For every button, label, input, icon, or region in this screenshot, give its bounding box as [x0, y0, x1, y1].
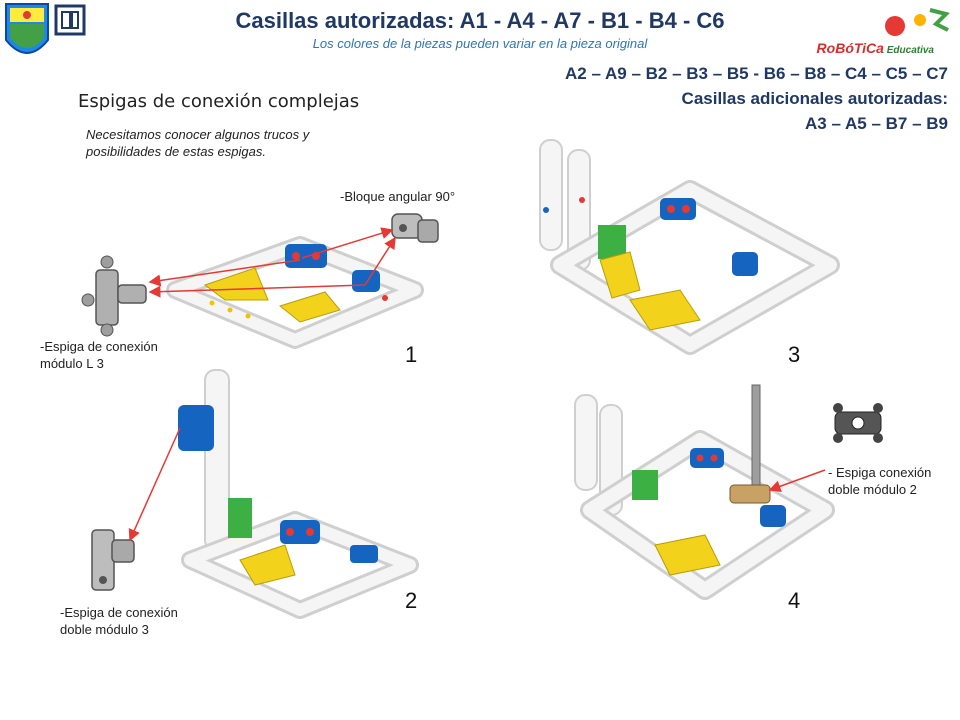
label-l3-pin: -Espiga de conexión módulo L 3: [40, 338, 158, 372]
brand-text-robotica: RoBóTiCa: [816, 40, 884, 56]
step-number-3: 3: [788, 342, 801, 367]
arrow-to-l3-pin-b: [148, 284, 366, 298]
robotica-logo-icon: [885, 8, 950, 36]
label-double-3-pin-line1: -Espiga de conexión: [60, 605, 178, 620]
connector-l3-piece: [81, 255, 147, 337]
brand-text-educativa: Educativa: [886, 45, 934, 56]
section-intro: Necesitamos conocer algunos trucos y pos…: [86, 127, 310, 159]
label-double-2-pin-line1: - Espiga conexión: [828, 465, 932, 480]
label-double-2-pin: - Espiga conexión doble módulo 2: [828, 464, 931, 498]
connector-double-3-piece: [91, 529, 135, 591]
school-crest-icon: [5, 3, 49, 54]
label-double-2-pin-line2: doble módulo 2: [828, 482, 917, 497]
page-title: Casillas autorizadas: A1 - A4 - A7 - B1 …: [235, 8, 725, 33]
arrow-to-double-3-pin: [128, 427, 181, 542]
step-number-1: 1: [405, 342, 418, 367]
brand-logo-text: RoBóTiCa Educativa: [817, 40, 934, 56]
angle-block-90-piece: [391, 213, 439, 243]
arrow-to-angle-block: [301, 227, 394, 259]
arrow-to-l3-pin-a: [148, 259, 301, 287]
step-number-2: 2: [405, 588, 418, 613]
square-logo-icon: [54, 4, 86, 36]
authorized-squares-list: A2 – A9 – B2 – B3 – B5 - B6 – B8 – C4 – …: [565, 64, 948, 83]
figure-2-assembly: [178, 369, 419, 619]
page-subtitle: Los colores de la piezas pueden variar e…: [312, 36, 648, 51]
label-l3-pin-line2: módulo L 3: [40, 356, 104, 371]
figure-1-assembly: [166, 236, 424, 349]
additional-squares-heading: Casillas adicionales autorizadas:: [681, 89, 948, 108]
arrow-to-double-2-pin: [768, 469, 826, 493]
label-double-3-pin: -Espiga de conexión doble módulo 3: [60, 604, 178, 638]
arrow-to-angle-block-b: [364, 236, 396, 286]
figure-4-assembly: [574, 384, 835, 600]
connector-double-2-piece: [833, 403, 883, 443]
step-number-4: 4: [788, 588, 801, 613]
label-double-3-pin-line2: doble módulo 3: [60, 622, 149, 637]
label-angle-block: -Bloque angular 90°: [340, 189, 456, 204]
figure-3-assembly: [539, 139, 840, 355]
additional-squares-list: A3 – A5 – B7 – B9: [805, 114, 948, 133]
label-l3-pin-line1: -Espiga de conexión: [40, 339, 158, 354]
section-title: Espigas de conexión complejas: [78, 91, 360, 112]
